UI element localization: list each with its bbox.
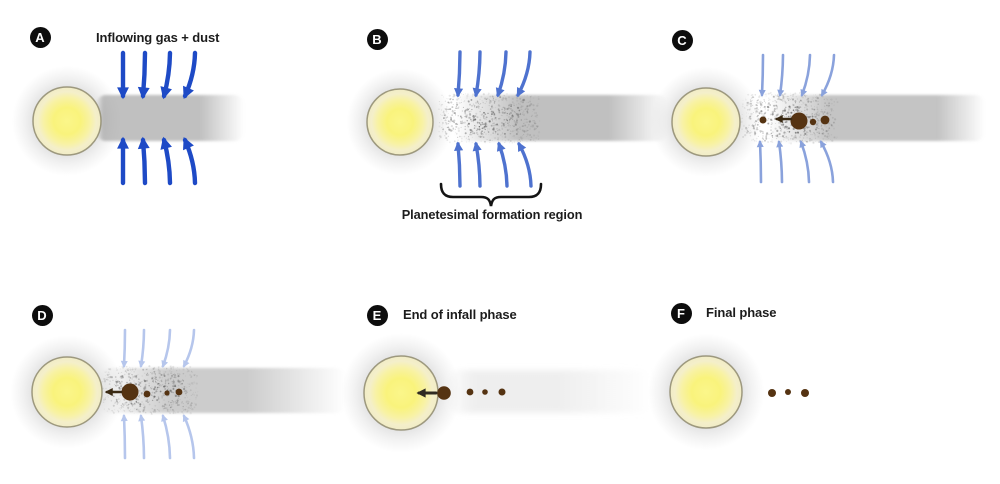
panel-f-title: Final phase xyxy=(706,305,777,320)
panel-b-graphics xyxy=(346,50,668,207)
panel-d-badge: D xyxy=(31,304,53,326)
panel-f-graphics xyxy=(647,333,809,451)
panel-c-graphics xyxy=(650,53,985,184)
panel-a-badge: A xyxy=(29,26,51,48)
panel-d-graphics xyxy=(10,328,345,460)
panel-e-graphics xyxy=(341,333,653,453)
panel-a-title: Inflowing gas + dust xyxy=(96,30,220,45)
planetesimal-region-label: Planetesimal formation region xyxy=(401,207,583,222)
panel-b-badge: B xyxy=(366,28,388,50)
panel-c-badge: C xyxy=(671,29,693,51)
panel-e-title: End of infall phase xyxy=(403,307,517,322)
panel-e-badge: E xyxy=(366,304,388,326)
panel-a-graphics xyxy=(11,50,244,186)
panel-f-badge: F xyxy=(670,302,692,324)
